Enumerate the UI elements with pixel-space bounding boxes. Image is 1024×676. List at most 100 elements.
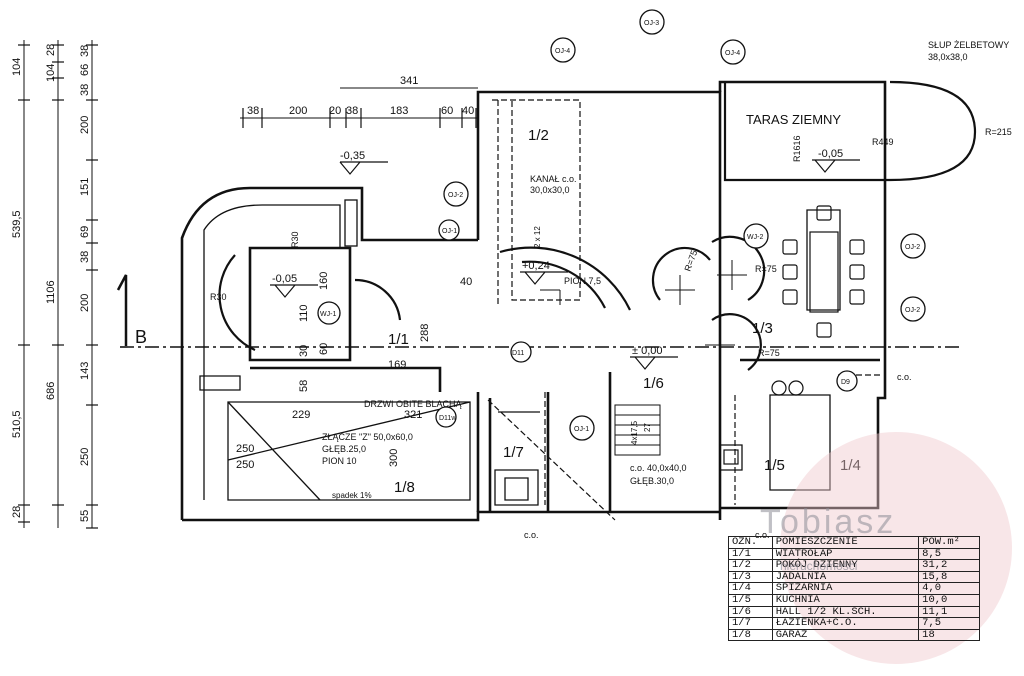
dim-left: 38 [79,45,91,57]
room-label: 1/6 [643,375,664,392]
legend-area: 7,5 [918,617,980,630]
radius-label: R449 [872,137,894,147]
legend-area: 8,5 [918,547,980,561]
pillar-label: SŁUP ŻELBETOWY [928,40,1009,50]
door-tag: D11 [512,350,524,357]
legend-area: 10,0 [918,593,980,607]
legend-room: JADALNIA [771,570,920,584]
co-pit-label: c.o. 40,0x40,0 [630,463,687,473]
room-label: 1/4 [840,457,861,474]
legend-code: 1/3 [728,570,773,584]
legend-code: 1/2 [728,559,773,572]
dim-inner: 169 [388,359,406,371]
dim-left: 66 [79,64,91,76]
pillar-label: 38,0x38,0 [928,52,968,62]
dim-left: 104 [11,58,23,76]
dim-left: 28 [45,44,57,56]
dim-left: 151 [79,178,91,196]
co-label: c.o. [755,530,770,540]
radius-label: R=215 [985,127,1012,137]
window-tag: OJ-2 [448,192,463,199]
dim-left: 38 [79,84,91,96]
dim-left: 143 [79,362,91,380]
north-arrow [116,274,128,346]
dim-inner: 300 [388,449,400,467]
window-tag: WJ-2 [747,234,763,241]
dim-inner: 60 [318,343,330,355]
dim-top-total: 341 [400,75,418,87]
window-tag: WJ-1 [320,311,336,318]
dim-inner: 160 [318,272,330,290]
legend-room: KUCHNIA [771,593,920,607]
dim-left: 539,5 [11,210,23,238]
dim-inner: 250 [236,459,254,471]
window-tag: OJ-4 [725,50,740,57]
dim-left: 69 [79,226,91,238]
room-label: 1/1 [388,331,409,348]
watermark-tagline: nieruchomości [780,559,858,573]
stair-label: 2 x 12 [533,226,542,248]
window-tag: OJ-2 [905,244,920,251]
legend-area: 18 [918,628,980,642]
room-label: 1/8 [394,479,415,496]
dim-left: 104 [45,64,57,82]
level-mark: -0,35 [340,150,365,162]
dim-inner: 288 [419,324,431,342]
canal-label: KANAŁ c.o. [530,174,577,184]
dim-top: 60 [441,105,453,117]
slope-label: spadek 1% [332,491,372,500]
dim-left: 200 [79,294,91,312]
dim-top: 38 [247,105,259,117]
joint-label: PION 10 [322,456,357,466]
dim-left: 28 [11,506,23,518]
legend-area: 4,0 [918,582,980,595]
fire-door-label: DRZWI OBITE BLACHĄ [364,399,463,409]
dim-inner: 321 [404,409,422,421]
room-label: 1/7 [503,444,524,461]
legend-room: HALL 1/2 KL.SCH. [771,605,920,619]
legend-header: POMIESZCZENIE [771,536,920,549]
radius-label: R1616 [792,135,802,162]
door-tag: D11w [439,415,457,422]
stair-label: 27 [643,423,652,432]
legend-header: POW.m² [918,536,980,549]
dim-top: 38 [346,105,358,117]
co-pit-label: GŁĘB.30,0 [630,476,674,486]
watermark-brand: Tobiasz [760,503,897,541]
level-mark: ± 0,00 [632,345,663,357]
radius-label: R=75 [682,249,699,273]
joint-label: GŁĘB.25,0 [322,444,366,454]
window-tag: OJ-4 [555,48,570,55]
legend-code: 1/1 [728,547,773,561]
level-mark: +0,24 [522,260,550,272]
radius-label: R=75 [758,348,780,358]
legend-code: 1/7 [728,617,773,630]
dim-left: 1106 [45,280,57,304]
dim-inner: 30 [298,345,310,357]
dim-left: 55 [79,510,91,522]
window-tag: OJ-2 [905,307,920,314]
legend-area: 31,2 [918,559,980,572]
canal-label: 30,0x30,0 [530,185,570,195]
dim-top: 40 [462,105,474,117]
stair-label: 4x17,5 [630,420,639,445]
legend-code: 1/5 [728,593,773,607]
dim-inner: 229 [292,409,310,421]
dim-top: 200 [289,105,307,117]
legend-code: 1/8 [728,628,773,642]
legend-code: 1/6 [728,605,773,619]
dim-top: 183 [390,105,408,117]
joint-label: ZŁĄCZE "Z" 50,0x60,0 [322,432,413,442]
room-label: 1/5 [764,457,785,474]
window-tag: OJ-1 [574,426,589,433]
dim-left: 200 [79,116,91,134]
building-walls [180,80,887,522]
dim-top: 20 [329,105,341,117]
